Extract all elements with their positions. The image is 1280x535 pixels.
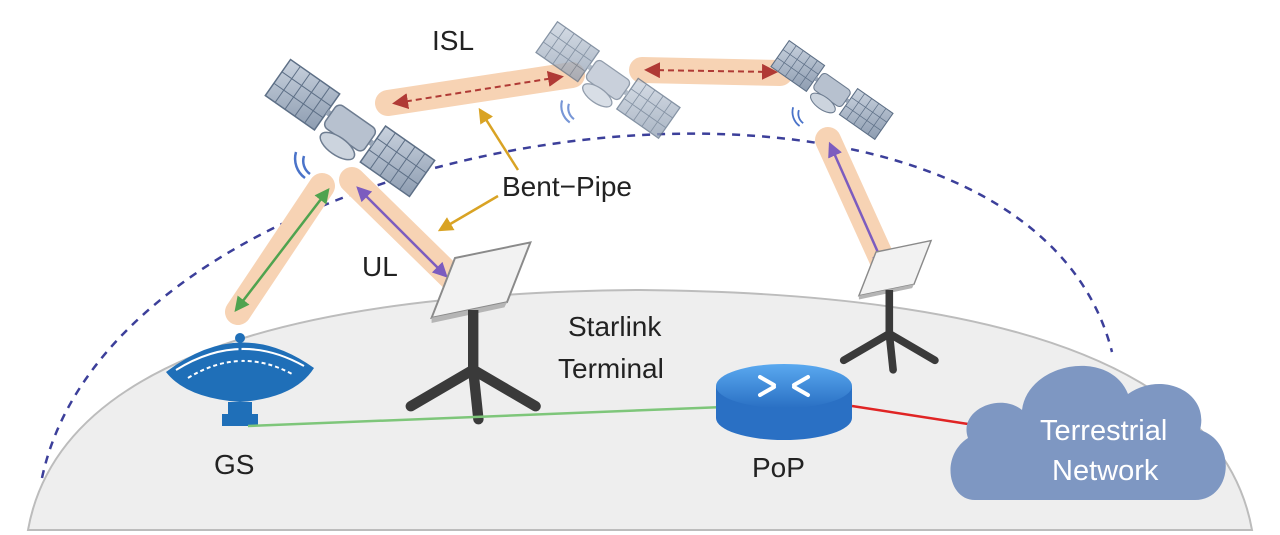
terrestrial-network-label-line2: Network — [1052, 455, 1159, 487]
cloud-icon — [950, 365, 1226, 500]
ul-label: UL — [362, 251, 398, 282]
bent-pipe-arrow-down — [437, 194, 499, 232]
router-icon — [716, 364, 852, 440]
pop-network-link — [851, 404, 969, 426]
ul-link-arrow — [356, 186, 448, 278]
starlink-terminal-label-line2: Terminal — [558, 353, 664, 384]
bent-pipe-label: Bent−Pipe — [502, 171, 632, 202]
bent-pipe-arrow-up — [478, 107, 520, 171]
gs-pop-link — [247, 405, 725, 428]
isl-arrow-right — [644, 62, 778, 80]
pop-label: PoP — [752, 452, 805, 483]
starlink-terminal-label-line1: Starlink — [568, 311, 662, 342]
orbit-path — [40, 132, 1114, 479]
gs-link-arrow — [234, 188, 330, 312]
gs-label: GS — [214, 449, 254, 480]
terrestrial-network-label-line1: Terrestrial — [1040, 415, 1167, 447]
ul-link-arrow-right — [828, 141, 886, 269]
ground-station-dish-icon — [166, 333, 314, 426]
isl-label: ISL — [432, 25, 474, 56]
isl-arrow-left — [392, 70, 564, 110]
